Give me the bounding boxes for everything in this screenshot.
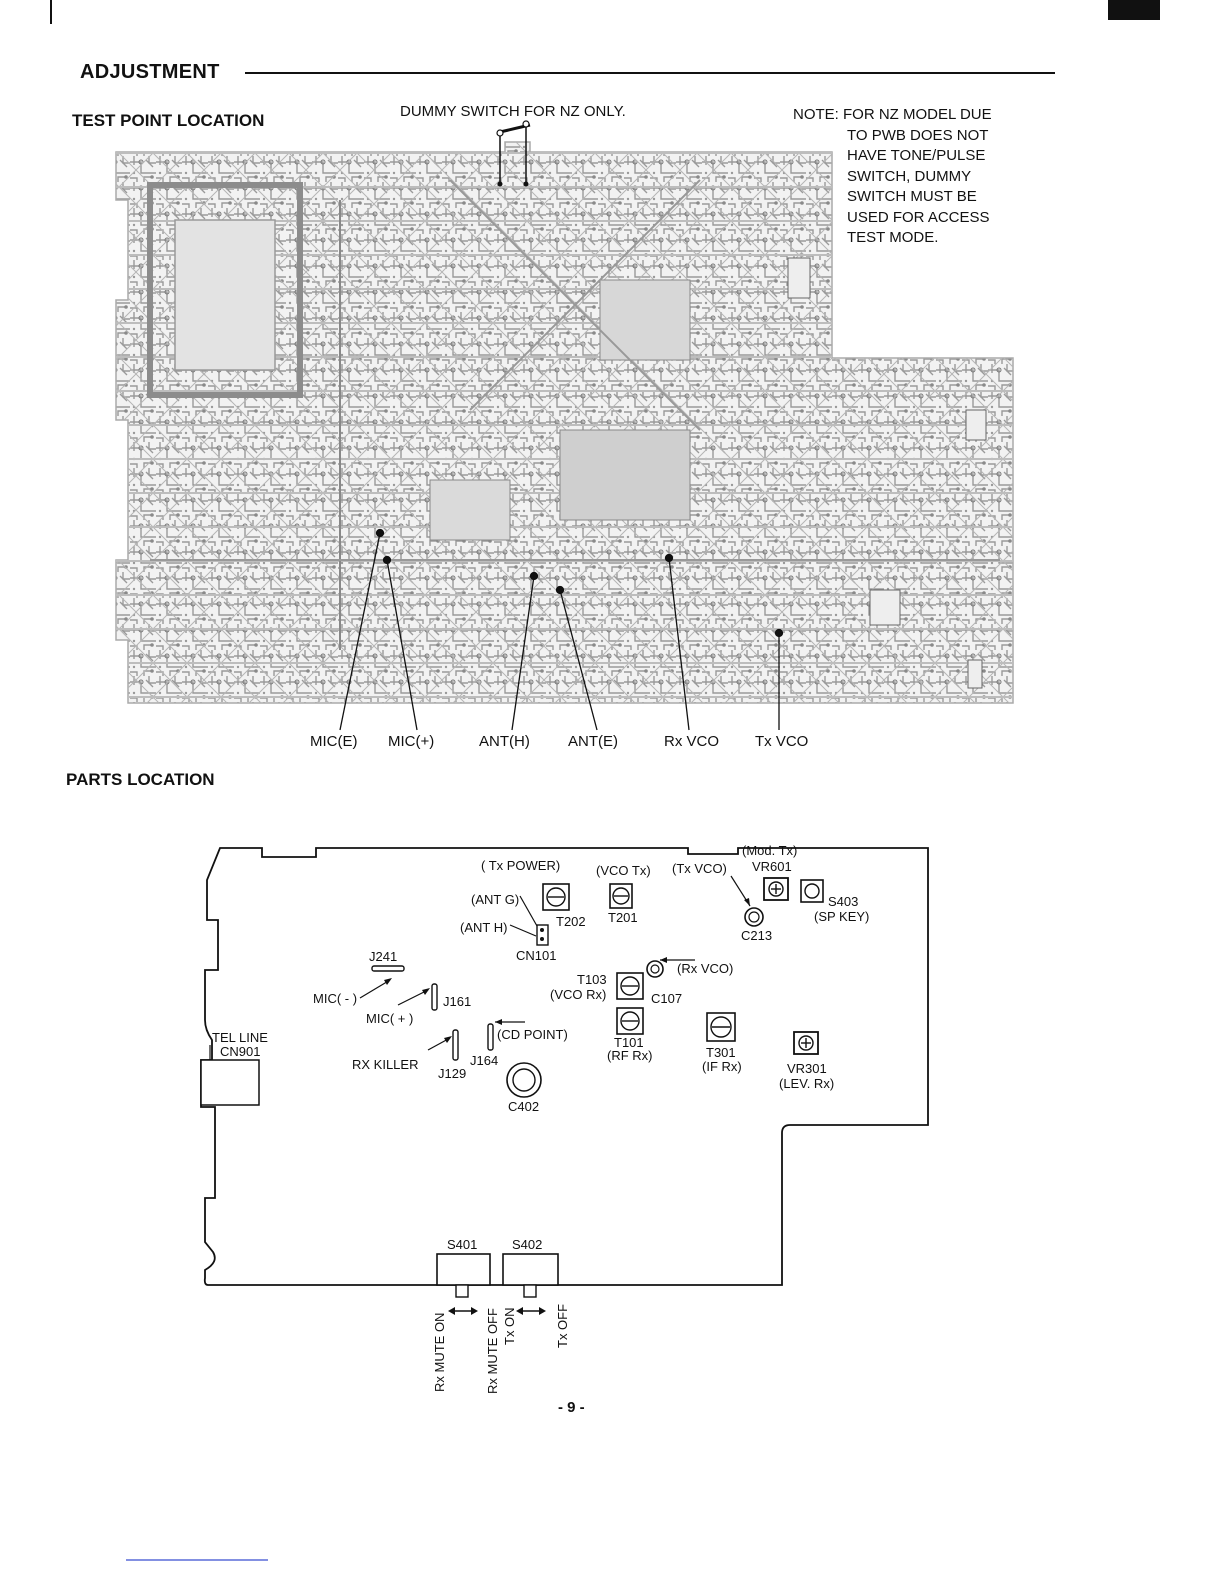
- parts-board-outline: [200, 847, 929, 1286]
- page-title: ADJUSTMENT: [80, 61, 220, 83]
- label-t301: T301: [706, 1045, 736, 1060]
- label-mod-tx: (Mod. Tx): [742, 843, 798, 858]
- label-s401: S401: [447, 1237, 478, 1252]
- part-j161: [397, 983, 438, 1011]
- label-j164: J164: [470, 1053, 499, 1068]
- label-ant-h: (ANT H): [460, 920, 508, 935]
- part-s403: [800, 879, 824, 903]
- dummy-switch: [496, 120, 531, 187]
- label-cd-point: (CD POINT): [497, 1027, 568, 1042]
- label-cn901: CN901: [220, 1044, 261, 1059]
- test-point-tx-vco: Tx VCO: [755, 733, 809, 750]
- part-t101: [616, 1007, 644, 1035]
- label-t103: T103: [577, 972, 607, 987]
- part-c402: [506, 1062, 542, 1098]
- note-line: NOTE: FOR NZ MODEL DUE: [793, 106, 992, 123]
- label-sp-key: (SP KEY): [814, 909, 870, 924]
- label-vco-tx: (VCO Tx): [596, 863, 651, 878]
- label-j129: J129: [438, 1066, 467, 1081]
- label-rx-mute-on: Rx MUTE ON: [432, 1312, 447, 1392]
- label-ant-g: (ANT G): [471, 892, 520, 907]
- label-c402: C402: [508, 1099, 540, 1114]
- label-j241: J241: [369, 949, 398, 964]
- label-tx-vco: (Tx VCO): [672, 861, 727, 876]
- part-vr601: [763, 877, 789, 901]
- label-s402: S402: [512, 1237, 543, 1252]
- label-vco-rx: (VCO Rx): [550, 987, 607, 1002]
- dummy-switch-caption: DUMMY SWITCH FOR NZ ONLY.: [400, 103, 626, 120]
- label-mic-plus: MIC( + ): [366, 1011, 414, 1026]
- part-t202: [542, 883, 570, 911]
- part-s401: [436, 1253, 491, 1315]
- test-point-ant-h: ANT(H): [479, 733, 530, 750]
- note-line: SWITCH MUST BE: [847, 188, 977, 205]
- note-line: TO PWB DOES NOT: [847, 126, 989, 144]
- test-point-rx-vco: Rx VCO: [664, 733, 720, 750]
- label-tx-on: Tx ON: [502, 1307, 517, 1345]
- part-t103: [616, 972, 644, 1000]
- note-line: HAVE TONE/PULSE: [847, 147, 986, 164]
- test-point-leaders: [339, 528, 784, 731]
- note-line: SWITCH, DUMMY: [847, 167, 972, 185]
- label-tx-off: Tx OFF: [555, 1303, 570, 1348]
- test-point-mic-e: MIC(E): [310, 733, 358, 750]
- label-lev-rx: (LEV. Rx): [779, 1076, 835, 1091]
- label-mic-minus: MIC( - ): [313, 991, 358, 1006]
- part-j241: [359, 965, 405, 999]
- note-line: USED FOR ACCESS: [847, 208, 990, 226]
- label-c107: C107: [651, 991, 683, 1006]
- test-point-heading: TEST POINT LOCATION: [72, 111, 265, 130]
- label-rx-killer: RX KILLER: [352, 1057, 419, 1072]
- part-t201: [609, 883, 633, 909]
- label-rx-vco: (Rx VCO): [677, 961, 734, 976]
- label-rf-rx: (RF Rx): [607, 1048, 653, 1063]
- nz-model-note: NOTE: FOR NZ MODEL DUE TO PWB DOES NOT H…: [793, 105, 992, 249]
- test-point-ant-e: ANT(E): [568, 733, 618, 750]
- corner-tab-mark: [1108, 0, 1160, 20]
- note-line: TEST MODE.: [847, 229, 939, 246]
- label-tel-line: TEL LINE: [212, 1030, 268, 1045]
- label-t201: T201: [608, 910, 638, 925]
- label-t101: T101: [614, 1035, 644, 1050]
- title-rule: [245, 72, 1055, 74]
- label-vr301: VR301: [787, 1061, 827, 1076]
- part-vr301: [793, 1031, 819, 1055]
- part-j164: [487, 1019, 525, 1051]
- label-t202: T202: [556, 914, 586, 929]
- part-t301: [706, 1012, 736, 1042]
- part-j129: [427, 1029, 459, 1061]
- parts-location-heading: PARTS LOCATION: [66, 770, 215, 789]
- label-j161: J161: [443, 994, 472, 1009]
- label-cn101: CN101: [516, 948, 557, 963]
- page-number: - 9 -: [558, 1399, 585, 1416]
- label-tx-power: ( Tx POWER): [481, 858, 561, 873]
- part-c107: [646, 957, 695, 978]
- part-c213: [730, 875, 764, 927]
- margin-mark: [50, 0, 52, 24]
- label-vr601: VR601: [752, 859, 792, 874]
- test-point-mic-plus: MIC(+): [388, 733, 435, 750]
- part-s402: [502, 1253, 559, 1315]
- label-if-rx: (IF Rx): [702, 1059, 742, 1074]
- label-s403: S403: [828, 894, 859, 909]
- label-c213: C213: [741, 928, 773, 943]
- label-rx-mute-off: Rx MUTE OFF: [485, 1308, 500, 1394]
- part-cn101: [509, 895, 549, 946]
